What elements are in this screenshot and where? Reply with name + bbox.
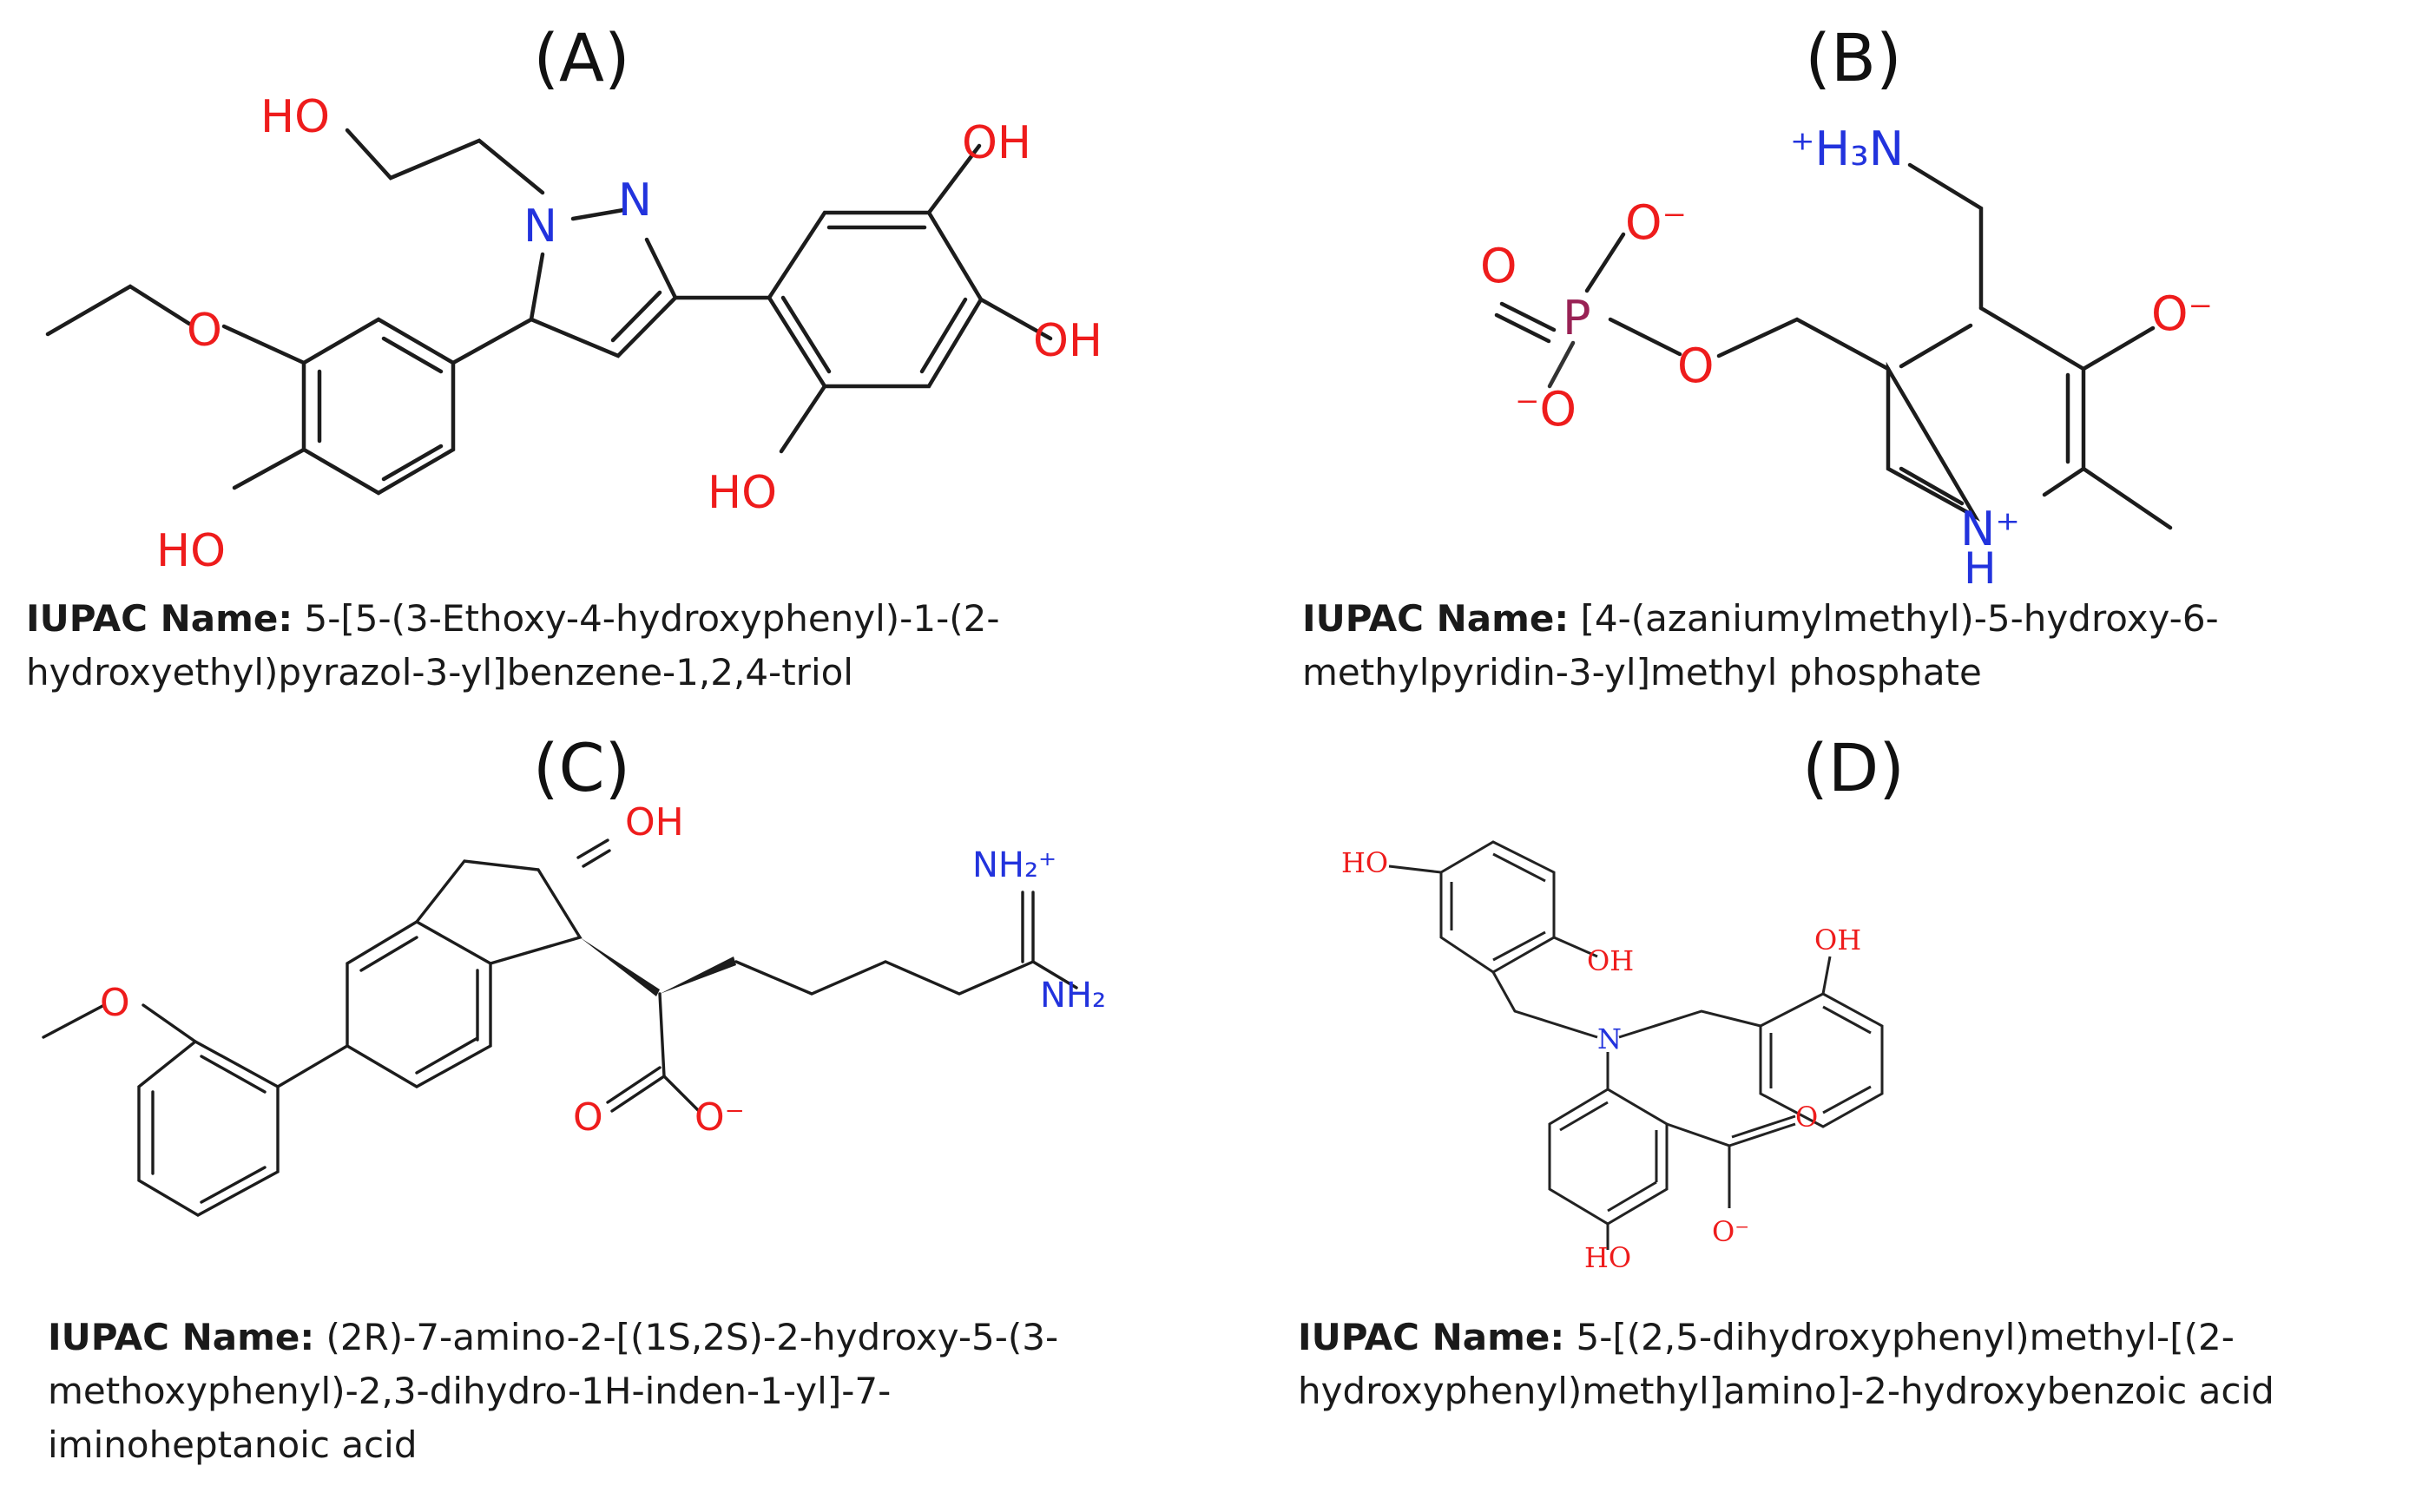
iupac-name-d: IUPAC Name: 5-[(2,5-dihydroxyphenyl)meth… xyxy=(1298,1311,2426,1418)
iupac-b-prefix: IUPAC Name: xyxy=(1302,597,1570,640)
atom-a-o-ether: O xyxy=(187,305,222,357)
iupac-name-b: IUPAC Name: [4-(azaniumylmethyl)-5-hydro… xyxy=(1302,592,2422,700)
atom-d-n: N xyxy=(1597,1022,1622,1055)
panel-d: (D) HO OH OH N O HO O⁻ IUPAC Name: 5-[(2… xyxy=(1215,729,2429,1512)
molecule-b-structure: ⁺H₃N O⁻ O P O ⁻O O⁻ N⁺ H xyxy=(1480,122,2213,594)
atom-b-o-bridge: O xyxy=(1677,339,1715,393)
atom-d-o-carbonyl: O xyxy=(1795,1101,1818,1134)
atom-a-ho-r3: HO xyxy=(708,467,777,519)
atom-c-nh2: NH₂ xyxy=(1040,976,1106,1016)
panel-b: (B) ⁺H₃N O⁻ O P O ⁻O O⁻ N⁺ H IUPAC Name:… xyxy=(1215,0,2429,755)
atom-a-oh-r2: OH xyxy=(1033,315,1103,367)
atom-d-ho-bottom: HO xyxy=(1584,1241,1631,1274)
iupac-a-line2: hydroxyethyl)pyrazol-3-yl]benzene-1,2,4-… xyxy=(26,651,853,694)
atom-c-nh2-plus: NH₂⁺ xyxy=(972,845,1057,885)
panel-b-label: (B) xyxy=(1805,19,1902,96)
iupac-d-line2: hydroxyphenyl)methyl]amino]-2-hydroxyben… xyxy=(1298,1370,2274,1412)
atom-b-n-plus: N⁺ xyxy=(1960,502,2020,556)
atom-b-p: P xyxy=(1563,291,1591,345)
iupac-name-a: IUPAC Name: 5-[5-(3-Ethoxy-4-hydroxyphen… xyxy=(26,592,1207,700)
panel-c-label: (C) xyxy=(532,729,631,806)
molecule-a-structure: HO N N O OH OH HO HO xyxy=(45,91,1103,577)
iupac-c-line1: (2R)-7-amino-2-[(1S,2S)-2-hydroxy-5-(3- xyxy=(314,1316,1059,1358)
iupac-a-prefix: IUPAC Name: xyxy=(26,597,293,640)
iupac-c-line3: iminoheptanoic acid xyxy=(48,1423,418,1466)
atom-a-n1: N xyxy=(523,201,557,253)
iupac-b-line1: [4-(azaniumylmethyl)-5-hydroxy-6- xyxy=(1569,597,2219,640)
iupac-name-c: IUPAC Name: (2R)-7-amino-2-[(1S,2S)-2-hy… xyxy=(48,1311,1211,1472)
iupac-d-line1: 5-[(2,5-dihydroxyphenyl)methyl-[(2- xyxy=(1564,1316,2235,1358)
atom-b-nh3: ⁺H₃N xyxy=(1790,122,1904,176)
atom-a-oh-r1: OH xyxy=(962,117,1031,169)
iupac-d-prefix: IUPAC Name: xyxy=(1298,1316,1565,1358)
atom-d-oh-mid: OH xyxy=(1587,944,1634,977)
atom-d-ho-top: HO xyxy=(1341,846,1388,879)
panel-a-label: (A) xyxy=(533,19,630,96)
molecule-d-structure: HO OH OH N O HO O⁻ xyxy=(1341,840,1884,1274)
molecule-c-structure: OH O NH₂⁺ NH₂ O O⁻ xyxy=(42,800,1106,1217)
panel-a: (A) HO N N O OH OH HO HO IUPAC xyxy=(0,0,1215,755)
atom-c-o-carbonyl: O xyxy=(573,1095,603,1140)
atom-a-n2: N xyxy=(618,174,652,227)
iupac-b-line2: methylpyridin-3-yl]methyl phosphate xyxy=(1302,651,1982,694)
atom-c-oh: OH xyxy=(625,800,684,845)
atom-b-o-minus-ring: O⁻ xyxy=(2151,286,2213,341)
atom-c-o-minus: O⁻ xyxy=(694,1095,745,1140)
atom-b-o-minus-top: O⁻ xyxy=(1625,195,1687,250)
iupac-a-line1: 5-[5-(3-Ethoxy-4-hydroxyphenyl)-1-(2- xyxy=(293,597,1000,640)
atom-a-ho-top: HO xyxy=(260,91,330,143)
atom-d-o-minus: O⁻ xyxy=(1712,1215,1749,1248)
iupac-c-prefix: IUPAC Name: xyxy=(48,1316,315,1358)
iupac-c-line2: methoxyphenyl)-2,3-dihydro-1H-inden-1-yl… xyxy=(48,1370,892,1412)
atom-b-o-minus-bot: ⁻O xyxy=(1515,382,1577,437)
atom-a-ho-l: HO xyxy=(156,525,226,577)
atom-d-oh-right: OH xyxy=(1814,924,1861,957)
panel-d-label: (D) xyxy=(1802,729,1905,806)
atom-b-h: H xyxy=(1964,543,1997,594)
panel-c: (C) OH O NH₂⁺ NH₂ O O⁻ IUPAC xyxy=(0,729,1215,1512)
atom-b-o-double: O xyxy=(1480,239,1517,293)
atom-c-o-methoxy: O xyxy=(100,981,130,1025)
